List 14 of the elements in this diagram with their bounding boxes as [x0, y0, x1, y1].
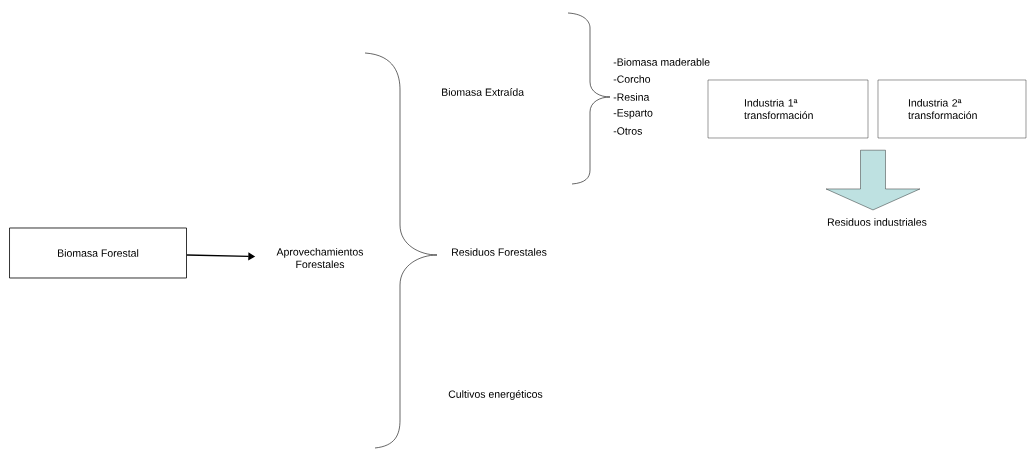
process-box: Industria 1ª transformación: [707, 79, 869, 139]
list-item: -Biomasa maderable: [613, 58, 710, 66]
list-item: -Otros: [613, 127, 642, 135]
list-item: -Esparto: [613, 109, 653, 119]
block-arrow: [825, 150, 921, 211]
branch-label: Biomasa Extraída: [442, 88, 525, 96]
list-item: -Resina: [613, 93, 650, 101]
node-text: Residuos industriales: [827, 218, 927, 226]
branch-label: Cultivos energéticos: [448, 390, 543, 400]
node-text: Aprovechamientos Forestales: [276, 247, 364, 269]
process-box: Biomasa Forestal: [9, 227, 187, 279]
branch-label: Residuos Forestales: [452, 248, 547, 256]
process-box: Industria 2ª transformación: [877, 79, 1027, 139]
list-item: -Corcho: [613, 75, 651, 83]
